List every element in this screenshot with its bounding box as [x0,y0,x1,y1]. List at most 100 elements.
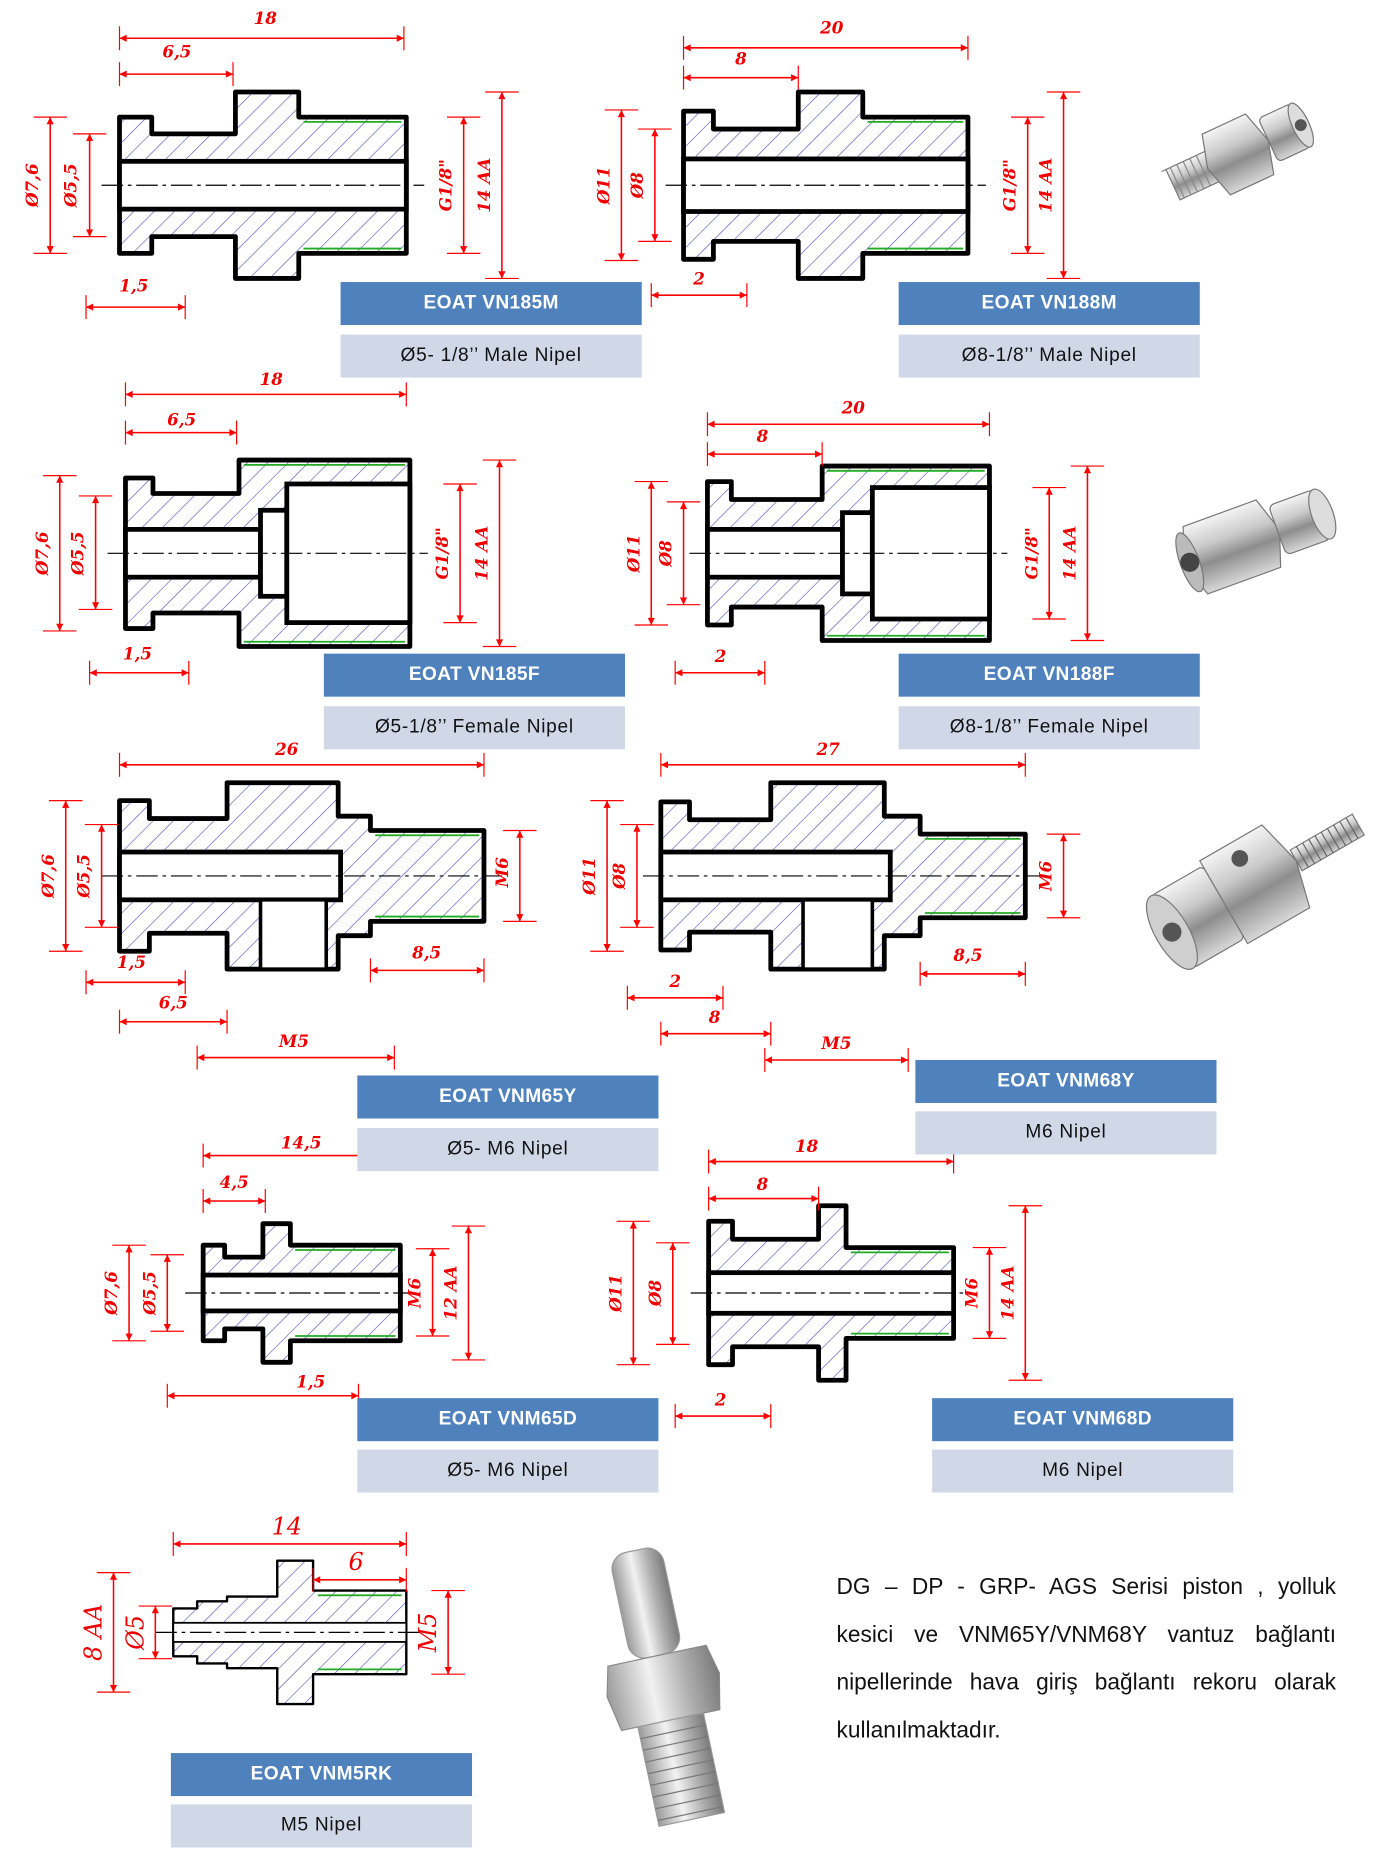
product-code-vnm65y: EOAT VNM65Y [357,1075,659,1119]
dimension: Ø11 [605,1220,651,1366]
dimension: 1,5 [85,276,186,320]
dimension: G1/8" [436,116,481,254]
product-code-vnm5rk: EOAT VNM5RK [170,1753,473,1797]
dimension-label: Ø8 [609,862,629,890]
product-code-vnm68y: EOAT VNM68Y [915,1059,1217,1103]
product-code-vnm65d: EOAT VNM65D [357,1398,659,1442]
dimension-label: 18 [260,369,284,389]
dimension-label: 6,5 [159,993,188,1013]
dimension-label: Ø7,6 [38,854,58,899]
dimension-label: 6,5 [162,41,191,61]
dimension-label: 14 AA [1036,158,1056,213]
dimension: 8,5 [919,945,1026,986]
dimension: Ø7,6 [38,800,83,952]
dimension: 14 AA [472,459,517,648]
dimension-label: 1,5 [117,952,146,972]
product-desc-vnm65y: Ø5- M6 Nipel [357,1128,659,1172]
product-code-vn188f: EOAT VN188F [898,653,1200,697]
dimension: Ø5,5 [139,1254,185,1332]
dimension-label: Ø7,6 [32,531,52,576]
dimension-label: 20 [819,17,844,37]
dimension: 8 [706,426,823,467]
dimension: Ø8 [656,501,701,606]
dimension: Ø11 [593,109,639,262]
cross-port [801,898,875,971]
usage-note-line: DG – DP - GRP- AGS Serisi piston , yollu… [836,1575,1337,1601]
dimension: 8 [708,1174,820,1211]
dimension: Ø8 [609,823,654,928]
dimension: 14 AA [1036,91,1081,280]
dimension: 8 [682,49,799,90]
dimension: 2 [650,268,748,308]
product-code-vn185f: EOAT VN185F [323,653,625,697]
dimension: Ø11 [623,480,669,626]
dimension-label: Ø11 [623,534,643,573]
dimension-label: 2 [714,646,727,666]
dimension-label: 2 [668,971,681,991]
dimension-label: 8 [708,1007,721,1027]
dimension-label: Ø5,5 [139,1271,159,1316]
dimension: 14 AA [997,1205,1043,1381]
dimension: 6,5 [118,993,228,1034]
dimension-label: M6 [962,1278,982,1310]
dimension-label: Ø11 [579,857,599,896]
dimension-label: 6 [349,1548,364,1576]
product-desc-vn185f: Ø5-1/8’’ Female Nipel [323,706,625,750]
dimension-label: Ø5 [121,1615,149,1651]
dimension-label: M6 [1036,860,1056,892]
dimension-label: 14 [272,1512,302,1540]
dimension: Ø8 [645,1242,690,1345]
dimension: 18 [124,369,407,407]
dimension-label: 1,5 [123,644,152,664]
dimension-label: G1/8" [1000,159,1020,211]
usage-note-line: kullanılmaktadır. [836,1718,1001,1744]
dimension-label: Ø8 [627,172,647,200]
dimension: M5 [764,1033,909,1072]
dimension-label: 6,5 [167,409,196,429]
dimension: Ø8 [627,128,672,242]
product-desc-vnm68d: M6 Nipel [932,1449,1234,1493]
dimension-label: Ø7,6 [22,163,42,208]
dimension: G1/8" [1000,116,1045,254]
dimension-label: Ø8 [656,540,676,568]
dimension: 12 AA [440,1225,486,1361]
dimension-label: M5 [820,1033,851,1053]
dimension-label: 18 [254,8,278,28]
dimension-label: G1/8" [1021,527,1041,579]
dimension-label: 1,5 [296,1371,325,1391]
dimension-label: 26 [274,739,299,759]
dimension-label: Ø8 [645,1280,665,1308]
dimension-label: 14 AA [472,526,492,581]
dimension: 6 [312,1548,407,1592]
dimension: 14 AA [474,91,519,280]
dimension-label: 20 [841,397,866,417]
usage-note-line: kesici ve VNM65Y/VNM68Y vantuz bağlantı [836,1622,1337,1648]
dimension-label: Ø5,5 [68,531,88,576]
dimension: 1,5 [85,952,186,995]
dimension: 27 [660,739,1026,777]
dimension-label: 2 [714,1389,727,1409]
dimension-label: M6 [492,857,512,889]
dimension: 8 AA [80,1572,131,1693]
product-desc-vnm65d: Ø5- M6 Nipel [357,1449,659,1493]
dimension-label: 14 AA [997,1265,1017,1320]
dimension-label: 14 AA [474,158,494,213]
product-desc-vn185m: Ø5- 1/8’’ Male Nipel [340,334,642,378]
dimension-label: Ø11 [593,166,613,205]
dimension: 14 AA [1060,465,1105,642]
dimension: Ø5 [121,1605,173,1660]
dimension: 18 [708,1136,955,1174]
dimension: 1,5 [166,1371,360,1408]
dimension: 8,5 [369,942,485,983]
dimension-label: Ø5,5 [74,854,94,899]
dimension: 20 [706,397,991,437]
dimension: 8 [660,1007,772,1046]
